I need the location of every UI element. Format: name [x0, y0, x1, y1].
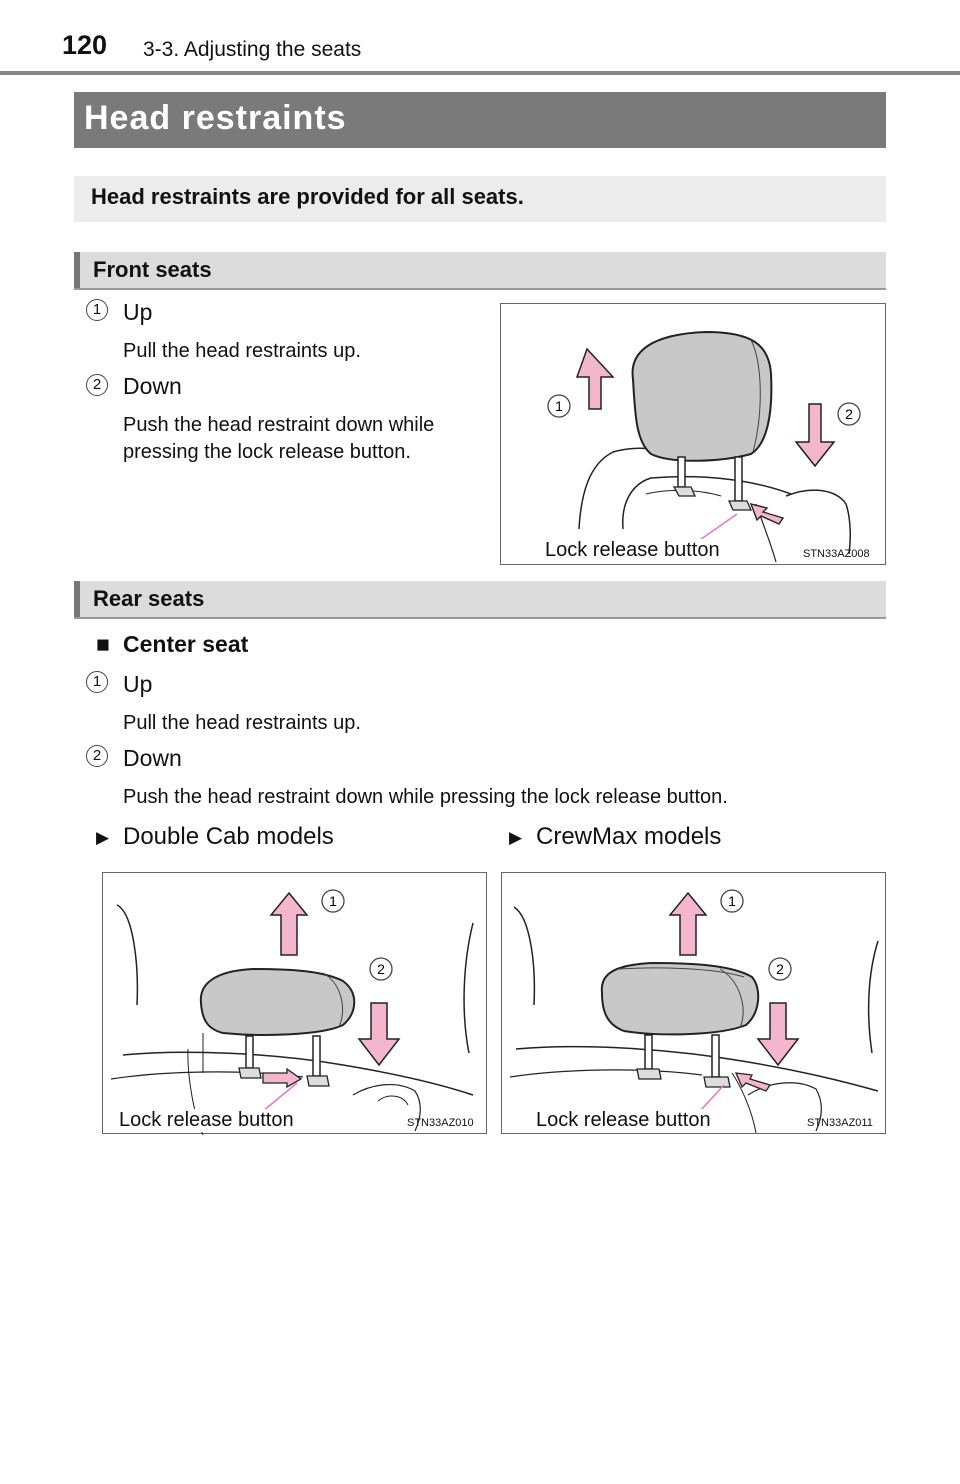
page-title: Head restraints — [84, 99, 347, 137]
lock-release-button-label: Lock release button — [117, 1109, 296, 1132]
section-heading-rear: Rear seats — [74, 581, 886, 619]
figure-code: STN33AZ010 — [407, 1117, 474, 1129]
subheading-center-seat: Center seat — [123, 631, 249, 657]
double-cab-figure: 1 2 Lock release button STN33AZ010 — [102, 872, 487, 1135]
running-header: 3-3. Adjusting the seats — [143, 38, 362, 61]
step-number: 2 — [86, 745, 108, 767]
step-number: 1 — [86, 671, 108, 693]
callout-1: 1 — [728, 893, 736, 909]
step-label: Down — [123, 373, 182, 399]
step-number: 2 — [86, 374, 108, 396]
page-title-bar: Head restraints — [74, 92, 886, 148]
double-cab-illustration: 1 2 — [110, 889, 474, 1135]
callout-1: 1 — [555, 398, 563, 414]
figure-code: STN33AZ008 — [803, 548, 870, 560]
step-label: Up — [123, 299, 153, 325]
section-heading-front: Front seats — [74, 252, 886, 290]
step-label: Up — [123, 671, 153, 697]
header-divider — [0, 71, 960, 75]
callout-1: 1 — [329, 893, 337, 909]
front-seat-illustration: 1 2 — [547, 330, 861, 563]
step-description: Pull the head restraints up. — [123, 712, 361, 734]
section-heading-text: Front seats — [93, 257, 212, 282]
intro-text: Head restraints are provided for all sea… — [91, 184, 524, 209]
step-description: Pull the head restraints up. — [123, 340, 361, 362]
section-heading-text: Rear seats — [93, 586, 205, 611]
callout-2: 2 — [776, 961, 784, 977]
callout-2: 2 — [377, 961, 385, 977]
subheading-marker: ■ — [96, 631, 110, 657]
triangle-marker: ▶ — [509, 828, 523, 847]
figure-code: STN33AZ011 — [807, 1117, 873, 1129]
crewmax-illustration: 1 2 — [509, 889, 879, 1134]
front-seat-figure: 1 2 Lock release button STN33AZ008 — [500, 303, 886, 565]
model-crewmax: CrewMax models — [536, 823, 722, 850]
step-label: Down — [123, 745, 182, 771]
page-number: 120 — [62, 30, 108, 60]
step-description: pressing the lock release button. — [123, 441, 411, 463]
step-description: Push the head restraint down while press… — [123, 786, 728, 808]
intro-box: Head restraints are provided for all sea… — [74, 176, 886, 222]
callout-2: 2 — [845, 406, 853, 422]
step-number: 1 — [86, 299, 108, 321]
model-double-cab: Double Cab models — [123, 823, 334, 850]
step-description: Push the head restraint down while — [123, 414, 435, 436]
lock-release-button-label: Lock release button — [543, 539, 722, 562]
triangle-marker: ▶ — [96, 828, 110, 847]
crewmax-figure: 1 2 Lock release button STN33AZ011 — [501, 872, 886, 1134]
lock-release-button-label: Lock release button — [534, 1109, 713, 1132]
